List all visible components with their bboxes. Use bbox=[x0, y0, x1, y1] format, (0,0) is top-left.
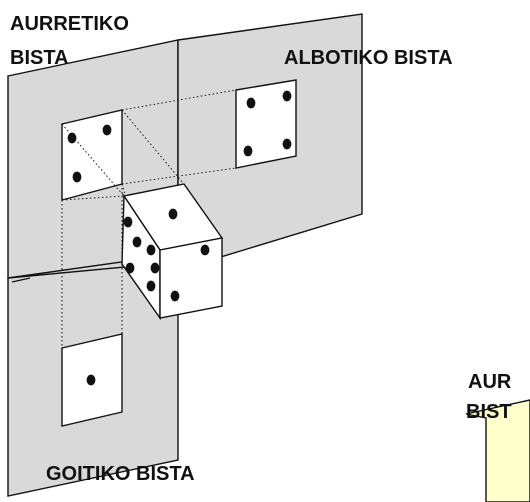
front-view-face bbox=[61, 109, 123, 201]
die bbox=[121, 183, 224, 321]
top-view-dot bbox=[86, 374, 96, 386]
partial-label-line2: BIST bbox=[466, 401, 512, 423]
die-dot bbox=[125, 262, 135, 274]
front-view-label-line2: BISTA bbox=[10, 47, 69, 69]
die-dot bbox=[146, 244, 156, 256]
partial-label-line1: AUR bbox=[468, 371, 512, 393]
die-right-face bbox=[159, 237, 223, 319]
side-view-dot bbox=[282, 90, 292, 102]
side-view-dot bbox=[243, 145, 253, 157]
die-dot bbox=[150, 262, 160, 274]
die-dot bbox=[146, 280, 156, 292]
die-dot bbox=[132, 236, 142, 248]
die-dot bbox=[123, 216, 133, 228]
side-view-dot bbox=[282, 138, 292, 150]
front-view-dot bbox=[102, 124, 112, 136]
plane-tick-mark bbox=[11, 277, 31, 283]
side-view-label: ALBOTIKO BISTA bbox=[284, 47, 453, 69]
partial-card bbox=[465, 399, 530, 502]
die-dot bbox=[200, 244, 210, 256]
die-dot bbox=[170, 290, 180, 302]
front-view-dot bbox=[72, 171, 82, 183]
side-view-dot bbox=[246, 97, 256, 109]
front-view-dot bbox=[67, 132, 77, 144]
die-dot bbox=[168, 208, 178, 220]
front-view-label-line1: AURRETIKO bbox=[10, 13, 129, 35]
top-view-label: GOITIKO BISTA bbox=[46, 463, 195, 485]
